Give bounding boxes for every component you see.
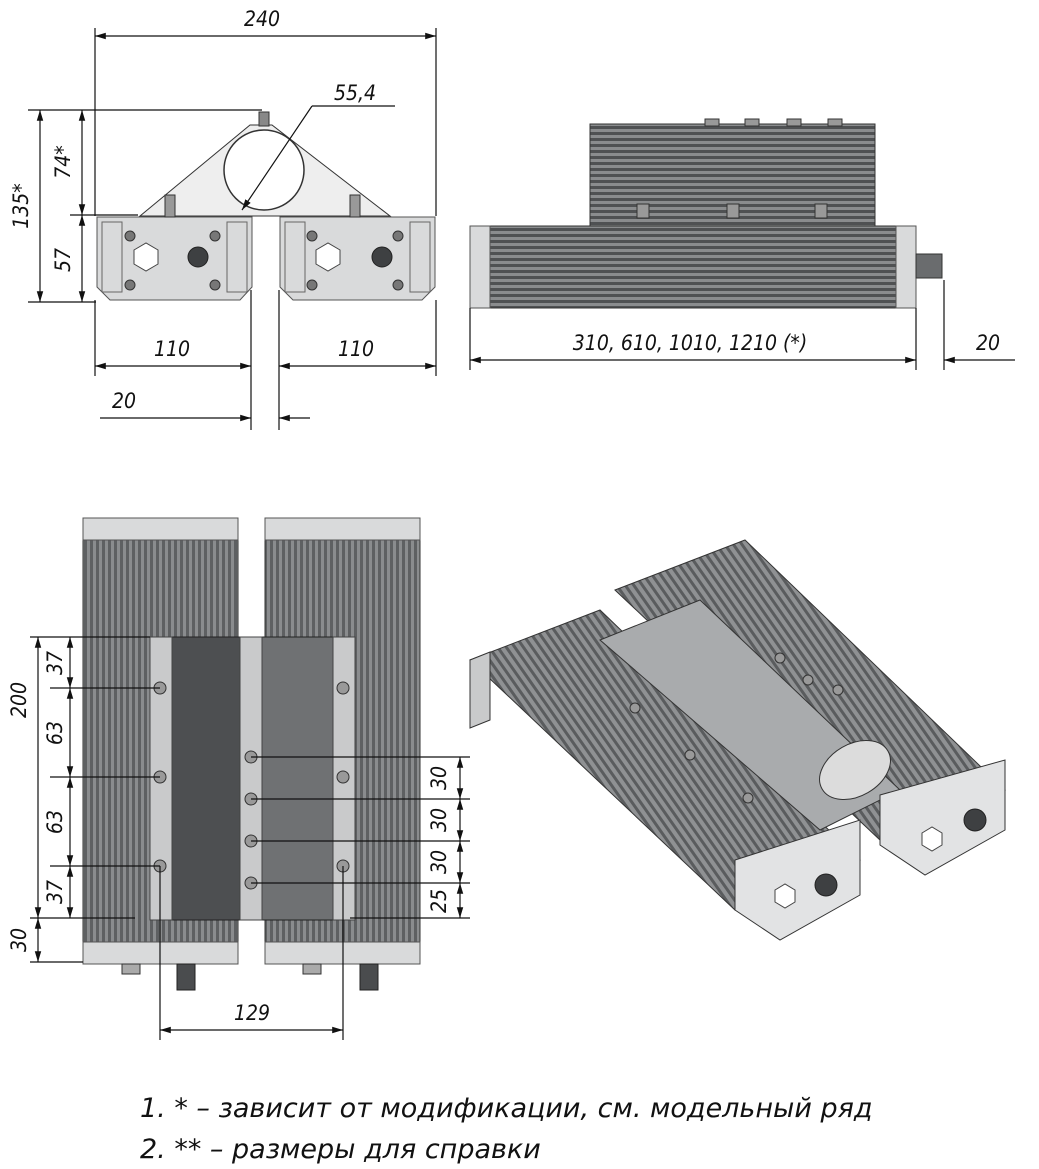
isometric-view — [469, 539, 1006, 941]
dim-total-height: 135* — [9, 183, 33, 229]
dim-mount-height: 74* — [51, 145, 75, 178]
front-pipe-mount — [138, 111, 392, 218]
dim-gap: 20 — [112, 389, 136, 413]
dim-bottom-63-a: 63 — [43, 721, 67, 745]
dim-bottom-37-top: 37 — [43, 651, 67, 675]
front-left-module — [96, 216, 253, 301]
dim-bottom-200: 200 — [7, 682, 31, 718]
note-1: 1. * – зависит от модификации, см. модел… — [140, 1093, 873, 1124]
dim-bottom-37-bottom: 37 — [43, 880, 67, 904]
front-view: 240 55,4 135* 74* 57 110 110 20 — [9, 7, 437, 430]
dim-module-width-right: 110 — [338, 337, 374, 361]
dim-side-gland: 20 — [976, 331, 1000, 355]
dim-bottom-30-left: 30 — [7, 928, 31, 952]
note-2: 2. ** – размеры для справки — [140, 1134, 541, 1165]
dim-bottom-25-right: 25 — [427, 889, 451, 913]
dim-bottom-63-b: 63 — [43, 810, 67, 834]
dim-module-width-left: 110 — [154, 337, 190, 361]
dim-bottom-129: 129 — [234, 1001, 270, 1025]
dim-bottom-30-right-b: 30 — [427, 808, 451, 832]
dim-pipe-diameter: 55,4 — [334, 81, 376, 105]
dim-bottom-30-right-a: 30 — [427, 766, 451, 790]
dim-module-height: 57 — [51, 248, 75, 272]
notes: 1. * – зависит от модификации, см. модел… — [140, 1093, 873, 1165]
dim-side-length: 310, 610, 1010, 1210 (*) — [573, 331, 807, 355]
dim-total-width: 240 — [244, 7, 280, 31]
bottom-view: 200 37 63 63 37 30 30 30 30 25 129 — [7, 517, 470, 1040]
front-right-module — [279, 216, 436, 301]
side-view: 310, 610, 1010, 1210 (*) 20 — [469, 118, 1015, 370]
dim-bottom-30-right-c: 30 — [427, 850, 451, 874]
